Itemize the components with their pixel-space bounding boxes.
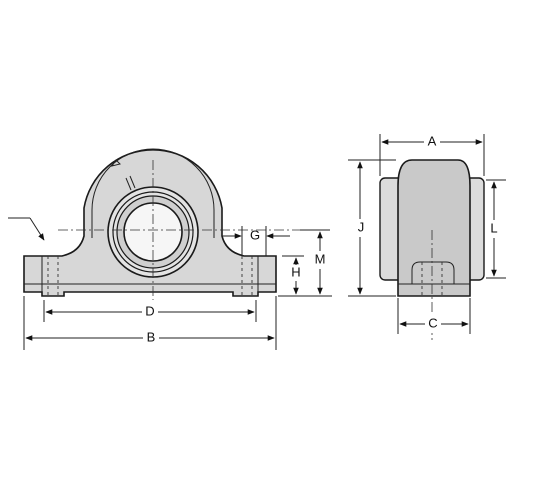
- dim-j-label-bg: [352, 219, 368, 237]
- dim-c-label-bg: [425, 315, 441, 333]
- dim-l-label-bg: [486, 220, 502, 238]
- dim-d-label: D: [145, 303, 154, 318]
- dim-g-label: G: [250, 227, 260, 242]
- dim-h-label: H: [291, 264, 300, 279]
- dim-l-label: L: [490, 220, 497, 235]
- dim-b-label-bg: [143, 329, 159, 347]
- side-dimensions: A J L C: [348, 133, 506, 334]
- housing-inner-arc: [91, 148, 215, 238]
- side-housing-body: [397, 159, 471, 297]
- dim-h-label-bg: [288, 265, 304, 281]
- side-bolt-slot: [411, 261, 455, 284]
- dim-b-label: B: [147, 329, 156, 344]
- dim-m-label-bg: [312, 251, 328, 269]
- dim-m-label: M: [315, 251, 326, 266]
- leader-arrow: [29, 217, 45, 241]
- front-dimensions: D B G H M: [23, 226, 332, 350]
- grease-fitting-stem: [125, 177, 132, 191]
- grease-fitting-icon: [110, 159, 121, 167]
- grease-fitting-stem-2: [129, 175, 136, 189]
- dim-j-label: J: [358, 219, 365, 234]
- dim-a-label: A: [428, 133, 437, 148]
- dim-a-label-bg: [424, 133, 440, 151]
- dim-c-label: C: [428, 315, 437, 330]
- front-view: [8, 148, 300, 300]
- side-view: [379, 159, 485, 340]
- dim-d-label-bg: [142, 303, 158, 321]
